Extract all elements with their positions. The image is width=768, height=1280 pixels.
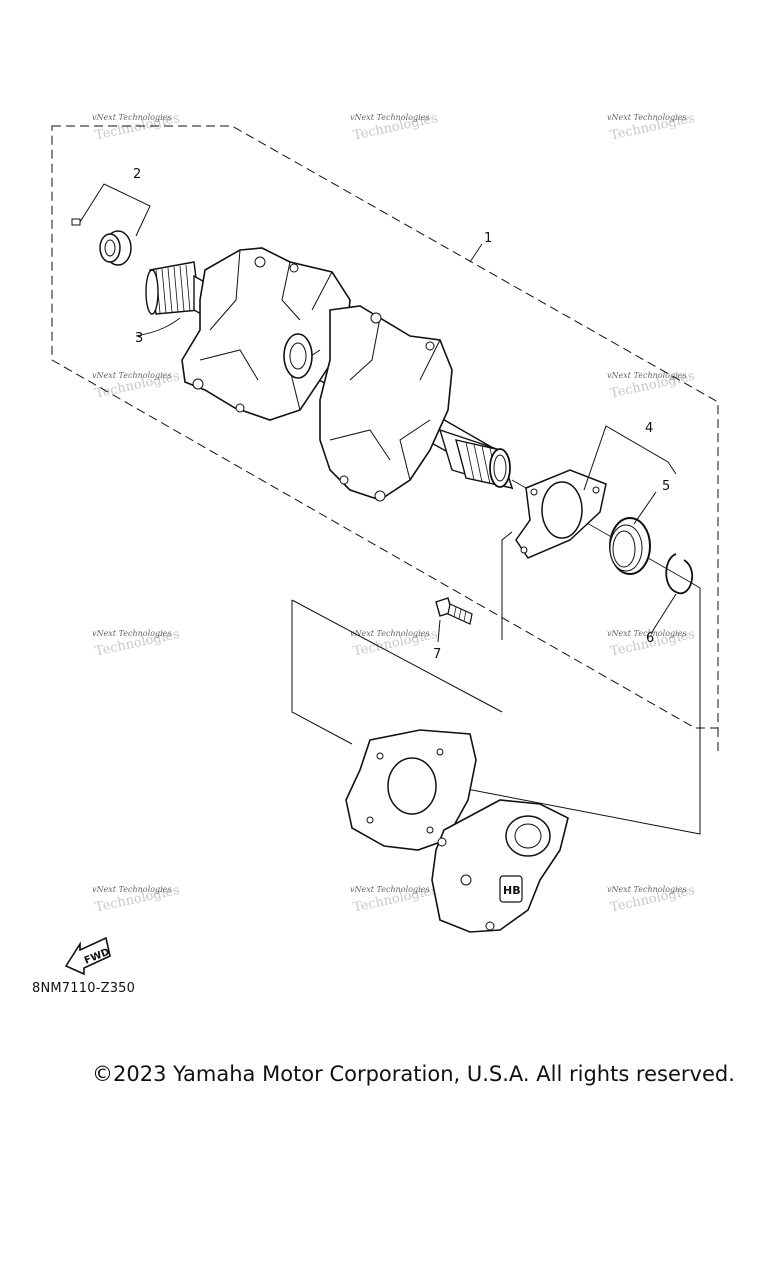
part-brake-bracket <box>345 729 477 851</box>
svg-text:vNext Technologies: vNext Technologies <box>350 629 429 638</box>
callout-5: 5 <box>662 479 670 494</box>
exploded-parts-diagram: Technologies vNext Technologies Technolo… <box>51 111 719 976</box>
part-plug-bushing <box>71 183 151 266</box>
svg-text:vNext Technologies: vNext Technologies <box>607 371 686 380</box>
bracket-group-frame <box>291 581 701 835</box>
callout-2: 2 <box>133 167 141 182</box>
callout-3: 3 <box>135 331 143 346</box>
part-drive-shaft-impeller <box>145 247 514 502</box>
callout-4: 4 <box>645 421 653 436</box>
part-brake-caliper: HB <box>431 799 569 933</box>
watermark: Technologies vNext Technologies <box>607 111 696 144</box>
watermark: Technologies vNext Technologies <box>350 111 439 144</box>
watermark: Technologies vNext Technologies <box>350 883 439 916</box>
copyright-notice: ©2023 Yamaha Motor Corporation, U.S.A. A… <box>92 1062 735 1086</box>
watermark: Technologies vNext Technologies <box>92 111 181 144</box>
watermark: Technologies vNext Technologies <box>607 883 696 916</box>
bolt-group-frame <box>291 531 513 713</box>
leader-lines <box>135 243 483 337</box>
svg-text:vNext Technologies: vNext Technologies <box>607 629 686 638</box>
part-circlip <box>651 553 694 633</box>
callout-7: 7 <box>433 647 441 662</box>
diagram-code: 8NM7110-Z350 <box>32 981 136 996</box>
svg-text:vNext Technologies: vNext Technologies <box>92 113 171 122</box>
callout-6: 6 <box>646 631 654 646</box>
svg-text:vNext Technologies: vNext Technologies <box>350 885 429 894</box>
watermark: Technologies vNext Technologies <box>92 627 181 660</box>
part-oil-seal <box>609 491 657 575</box>
watermark: Technologies vNext Technologies <box>92 369 181 402</box>
svg-text:vNext Technologies: vNext Technologies <box>607 113 686 122</box>
caliper-badge: HB <box>503 884 521 897</box>
watermark: Technologies vNext Technologies <box>607 369 696 402</box>
svg-text:vNext Technologies: vNext Technologies <box>92 371 171 380</box>
part-bearing-plate <box>515 425 677 559</box>
svg-text:vNext Technologies: vNext Technologies <box>350 113 429 122</box>
svg-text:vNext Technologies: vNext Technologies <box>92 885 171 894</box>
part-flange-bolt <box>435 597 473 643</box>
callout-1: 1 <box>484 231 492 246</box>
svg-text:vNext Technologies: vNext Technologies <box>607 885 686 894</box>
fwd-arrow-icon: FWD <box>64 936 111 976</box>
svg-text:vNext Technologies: vNext Technologies <box>92 629 171 638</box>
watermark: Technologies vNext Technologies <box>92 883 181 916</box>
